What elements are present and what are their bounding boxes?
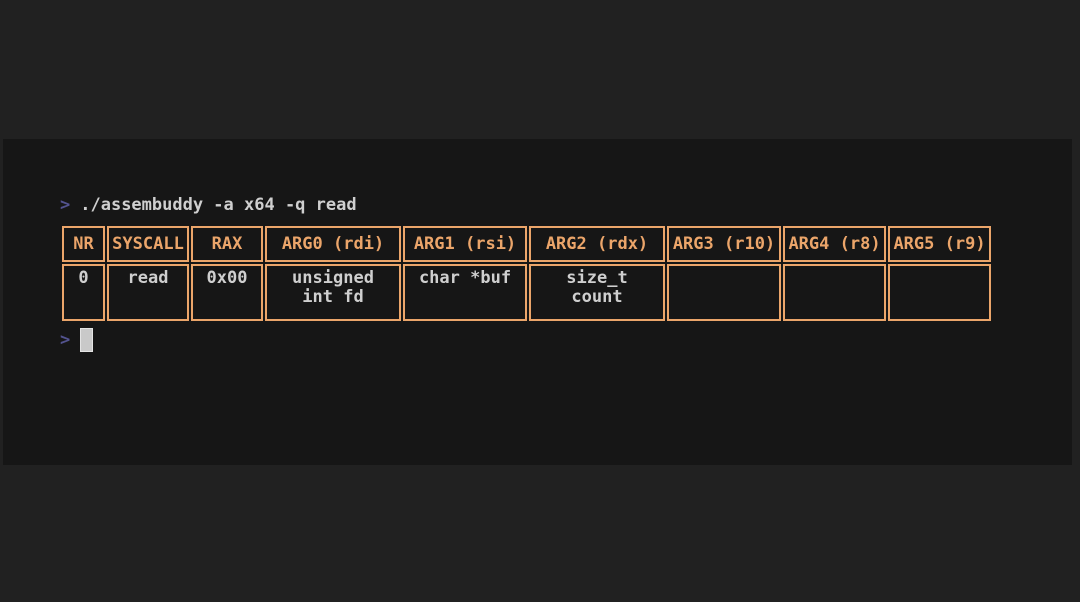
header-arg2: ARG2 (rdx)	[529, 226, 665, 262]
table-header-row: NR SYSCALL RAX ARG0 (rdi) ARG1 (rsi) ARG…	[62, 226, 991, 262]
prompt-symbol: >	[60, 330, 71, 350]
terminal-input-line[interactable]: >	[60, 327, 94, 353]
header-nr: NR	[62, 226, 105, 262]
executed-command-line: > ./assembuddy -a x64 -q read	[60, 194, 357, 216]
table-row: 0 read 0x00 unsigned int fd char *buf si…	[62, 264, 991, 321]
terminal-window[interactable]: > ./assembuddy -a x64 -q read NR SYSCALL…	[3, 139, 1072, 465]
cell-arg3	[667, 264, 781, 321]
cell-arg5	[888, 264, 991, 321]
prompt-symbol: >	[60, 195, 71, 215]
cell-arg0: unsigned int fd	[265, 264, 401, 321]
header-arg3: ARG3 (r10)	[667, 226, 781, 262]
cell-rax: 0x00	[191, 264, 263, 321]
syscall-table: NR SYSCALL RAX ARG0 (rdi) ARG1 (rsi) ARG…	[60, 224, 993, 323]
cell-nr: 0	[62, 264, 105, 321]
header-arg1: ARG1 (rsi)	[403, 226, 527, 262]
header-arg0: ARG0 (rdi)	[265, 226, 401, 262]
text-cursor	[80, 328, 94, 352]
header-syscall: SYSCALL	[107, 226, 189, 262]
header-arg4: ARG4 (r8)	[783, 226, 886, 262]
command-text: ./assembuddy -a x64 -q read	[80, 195, 357, 215]
cell-arg1: char *buf	[403, 264, 527, 321]
header-rax: RAX	[191, 226, 263, 262]
cell-syscall: read	[107, 264, 189, 321]
cell-arg2: size_t count	[529, 264, 665, 321]
cell-arg4	[783, 264, 886, 321]
header-arg5: ARG5 (r9)	[888, 226, 991, 262]
